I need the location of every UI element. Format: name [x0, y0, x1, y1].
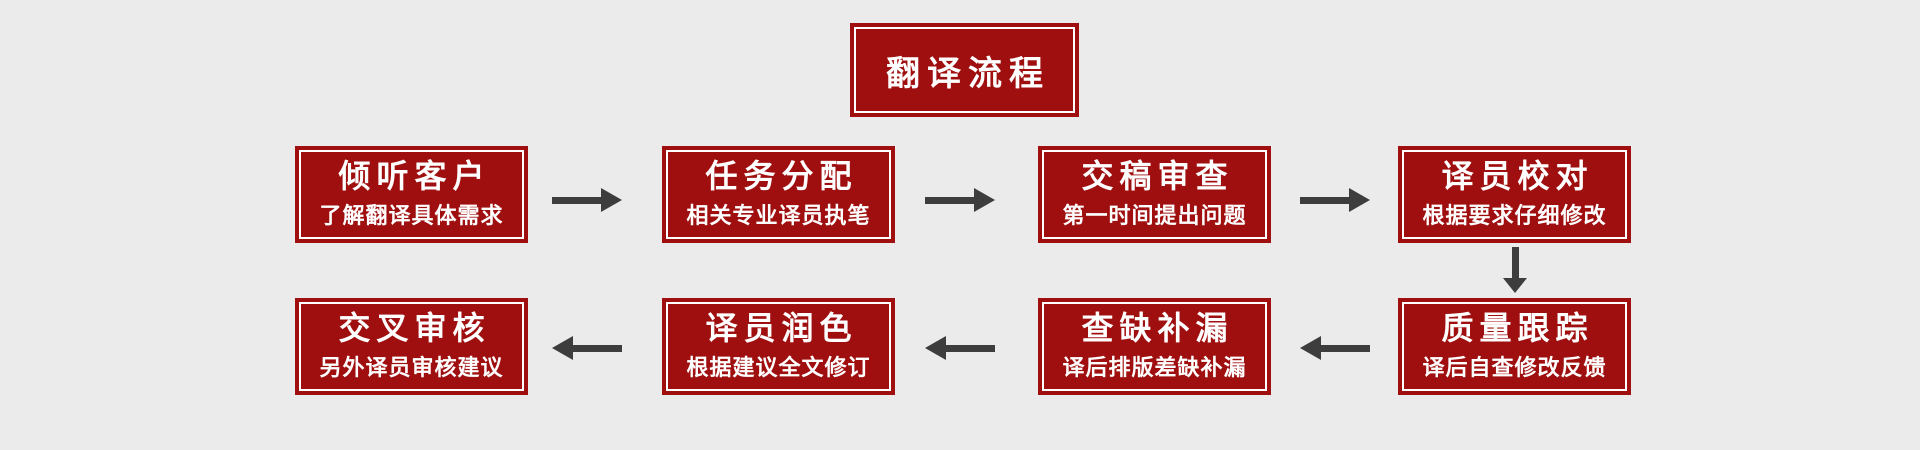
step-title: 交稿审查 [1081, 158, 1234, 195]
step-subtitle: 根据要求仔细修改 [1422, 202, 1607, 228]
step-subtitle: 了解翻译具体需求 [319, 202, 504, 228]
step-box-listen-customer: 倾听客户 了解翻译具体需求 [295, 146, 528, 243]
step-box-draft-review: 交稿审查 第一时间提出问题 [1038, 146, 1271, 243]
arrow-shaft [552, 196, 601, 204]
step-box-inner: 交叉审核 另外译员审核建议 [299, 302, 524, 391]
step-box-inner: 译员润色 根据建议全文修订 [666, 302, 891, 391]
step-subtitle: 相关专业译员执笔 [686, 202, 871, 228]
arrow-head [552, 336, 573, 360]
arrow-head [925, 336, 946, 360]
step-box-inner: 交稿审查 第一时间提出问题 [1042, 150, 1267, 239]
arrow-head [1503, 278, 1527, 293]
arrow-left-icon [1300, 336, 1370, 360]
step-box-gap-check: 查缺补漏 译后排版差缺补漏 [1038, 298, 1271, 395]
arrow-head [1300, 336, 1321, 360]
step-title: 译员校对 [1441, 158, 1594, 195]
step-subtitle: 另外译员审核建议 [319, 354, 504, 380]
step-title: 译员润色 [705, 310, 858, 347]
step-box-translator-proofread: 译员校对 根据要求仔细修改 [1398, 146, 1631, 243]
step-subtitle: 译后排版差缺补漏 [1062, 354, 1247, 380]
arrow-right-icon [1300, 188, 1370, 212]
arrow-shaft [573, 344, 622, 352]
step-subtitle: 第一时间提出问题 [1062, 202, 1247, 228]
arrow-down-icon [1503, 247, 1527, 293]
arrow-shaft [1511, 247, 1519, 278]
arrow-head [1349, 188, 1370, 212]
step-box-inner: 查缺补漏 译后排版差缺补漏 [1042, 302, 1267, 391]
arrow-head [974, 188, 995, 212]
arrow-head [601, 188, 622, 212]
flowchart-title-box: 翻译流程 [850, 23, 1079, 117]
arrow-shaft [1321, 344, 1370, 352]
arrow-left-icon [925, 336, 995, 360]
step-title: 查缺补漏 [1081, 310, 1234, 347]
arrow-right-icon [925, 188, 995, 212]
arrow-shaft [946, 344, 995, 352]
step-title: 倾听客户 [338, 158, 491, 195]
arrow-right-icon [552, 188, 622, 212]
flowchart-title: 翻译流程 [886, 54, 1050, 93]
step-subtitle: 译后自查修改反馈 [1422, 354, 1607, 380]
step-title: 任务分配 [705, 158, 858, 195]
step-box-inner: 质量跟踪 译后自查修改反馈 [1402, 302, 1627, 391]
step-box-task-assignment: 任务分配 相关专业译员执笔 [662, 146, 895, 243]
arrow-shaft [925, 196, 974, 204]
step-box-translator-polish: 译员润色 根据建议全文修订 [662, 298, 895, 395]
arrow-shaft [1300, 196, 1349, 204]
step-box-inner: 任务分配 相关专业译员执笔 [666, 150, 891, 239]
step-title: 交叉审核 [338, 310, 491, 347]
step-box-inner: 倾听客户 了解翻译具体需求 [299, 150, 524, 239]
step-box-quality-tracking: 质量跟踪 译后自查修改反馈 [1398, 298, 1631, 395]
arrow-left-icon [552, 336, 622, 360]
step-box-inner: 译员校对 根据要求仔细修改 [1402, 150, 1627, 239]
step-subtitle: 根据建议全文修订 [686, 354, 871, 380]
flowchart-title-box-inner: 翻译流程 [854, 27, 1075, 113]
step-box-cross-review: 交叉审核 另外译员审核建议 [295, 298, 528, 395]
step-title: 质量跟踪 [1441, 310, 1594, 347]
